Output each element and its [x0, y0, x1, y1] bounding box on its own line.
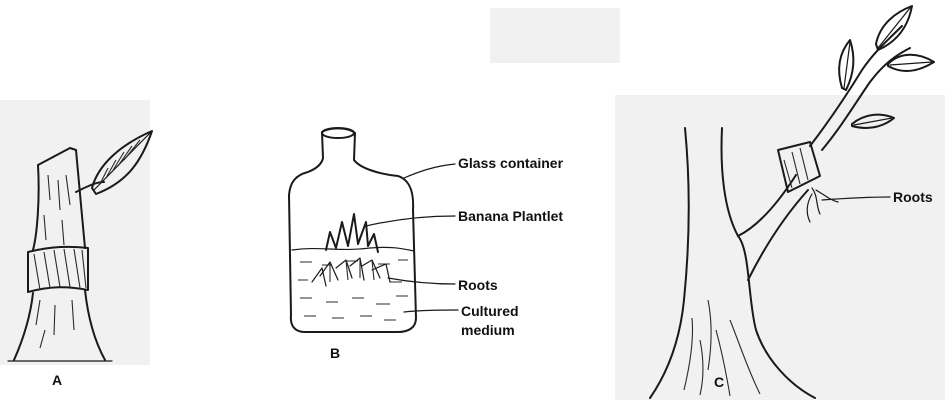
figure-b-drawing: [289, 128, 416, 332]
figure-c-leaf-3: [839, 40, 853, 90]
glass-container-outline: [289, 128, 416, 332]
plantlet-roots: [312, 258, 390, 286]
label-roots-c: Roots: [893, 189, 933, 206]
paper-texture: [0, 8, 945, 400]
label-cultured-medium-1: Cultured: [461, 303, 519, 320]
label-banana-plantlet: Banana Plantlet: [458, 208, 563, 225]
label-glass-container: Glass container: [458, 155, 563, 172]
figure-b-pointers: [366, 164, 458, 312]
figure-letter-c: C: [714, 374, 724, 390]
label-cultured-medium-2: medium: [461, 322, 515, 339]
figure-letter-a: A: [52, 372, 62, 388]
figure-letter-b: B: [330, 345, 340, 361]
label-roots-b: Roots: [458, 277, 498, 294]
cultured-medium-surface: [292, 247, 414, 251]
banana-plantlet: [326, 214, 378, 252]
